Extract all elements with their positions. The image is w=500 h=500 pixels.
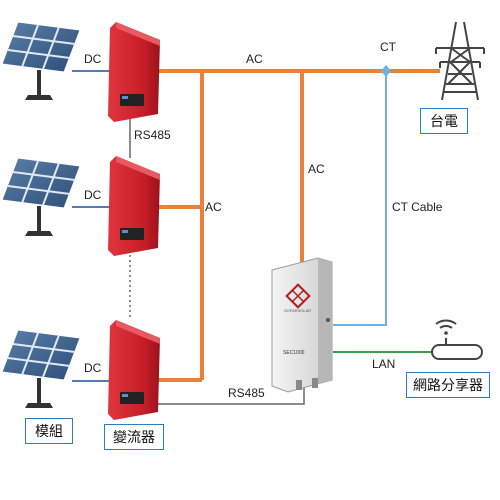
modules-label: 模組	[35, 423, 63, 439]
ct-sensor-icon	[381, 65, 391, 77]
ct-cable-label: CT Cable	[392, 200, 443, 214]
inverter-icon	[108, 156, 160, 256]
router-label-box: 網路分享器	[406, 372, 490, 398]
ac-label-mid: AC	[205, 200, 222, 214]
sec-model-label: SEC1000	[283, 350, 305, 356]
ct-cable	[333, 71, 387, 326]
ac-label-vertical: AC	[308, 162, 325, 176]
dc-label-mid: DC	[84, 188, 102, 202]
inverter-label: 變流器	[113, 429, 155, 445]
solar-panel-icon	[1, 157, 81, 236]
rs485-wires	[129, 112, 305, 405]
lan-label: LAN	[372, 357, 396, 371]
inverter-icon	[108, 22, 160, 122]
sec-logo-icon	[285, 283, 311, 309]
router-icon	[431, 319, 483, 360]
ac-label-top: AC	[246, 52, 263, 66]
rs485-label-top: RS485	[134, 128, 171, 142]
sec1000-device-icon	[271, 257, 333, 393]
power-tower-icon	[435, 21, 485, 101]
ct-label: CT	[380, 40, 396, 54]
inverter-label-box: 變流器	[104, 424, 164, 450]
grid-label-box: 台電	[420, 108, 468, 134]
inverter-icon	[108, 320, 160, 420]
ct-cable-line	[333, 71, 387, 326]
dc-label-top: DC	[84, 52, 102, 66]
solar-panel-icon	[1, 21, 81, 100]
rs485-label-bottom: RS485	[228, 386, 265, 400]
dc-label-bot: DC	[84, 361, 102, 375]
solar-panel-icon	[1, 329, 81, 408]
rs485-bottom-link	[158, 388, 305, 405]
grid-label: 台電	[430, 113, 458, 129]
sec-brand-label: SOFARSOLAR	[284, 308, 312, 313]
ac-wires	[158, 69, 440, 382]
modules-label-box: 模組	[25, 418, 73, 444]
dc-wires	[72, 70, 112, 382]
router-label: 網路分享器	[413, 377, 483, 393]
